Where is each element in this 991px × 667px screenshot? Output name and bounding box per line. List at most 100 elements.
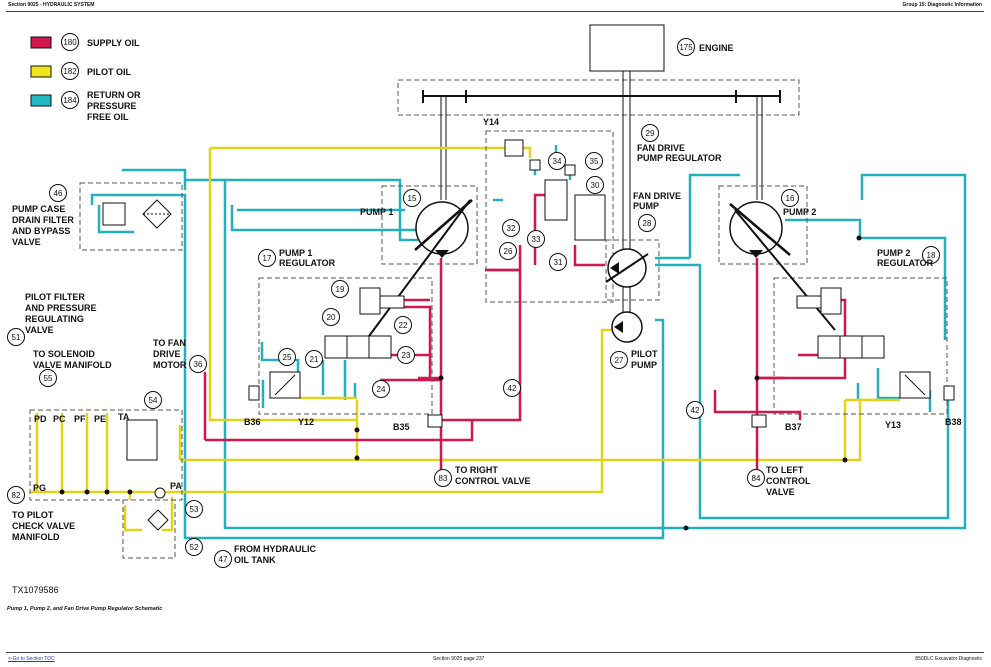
label-b36: B36 [244,417,261,427]
labels: FAN DRIVE PUMP REGULATOR FAN DRIVE PUMP … [12,117,962,565]
label-pilot-filter-3: REGULATING [25,314,84,324]
svg-text:33: 33 [532,235,541,244]
callout-82: 82 [7,486,25,504]
svg-text:20: 20 [327,313,336,322]
callout-33: 33 [527,230,545,248]
callout-26: 26 [499,242,517,260]
svg-text:19: 19 [336,285,345,294]
svg-text:36: 36 [194,360,203,369]
svg-text:17: 17 [263,254,272,263]
label-case-drain-2: DRAIN FILTER [12,215,74,225]
header-group: Group 15: Diagnostic Information [902,2,982,8]
svg-text:83: 83 [439,474,448,483]
label-pump2-reg-1: PUMP 2 [877,248,910,258]
callout-35: 35 [585,152,603,170]
component-boxes [29,130,948,559]
callout-52: 52 [185,538,203,556]
svg-text:46: 46 [54,189,63,198]
callout-83: 83 [434,469,452,487]
svg-text:29: 29 [646,129,655,138]
callout-55: 55 [39,369,57,387]
svg-text:15: 15 [408,194,417,203]
pilot-filter-valves [126,419,169,531]
svg-text:28: 28 [643,219,652,228]
callout-27: 27 [610,351,628,369]
legend-callout-pilot [61,62,79,80]
label-b35: B35 [393,422,410,432]
svg-text:52: 52 [190,543,199,552]
legend-label-return-1: RETURN OR [87,90,141,100]
svg-text:42: 42 [691,406,700,415]
legend-label-supply: SUPPLY OIL [87,38,140,48]
callout-46: 46 [49,184,67,202]
return-lines [90,145,967,540]
svg-text:30: 30 [591,181,600,190]
legend-num-pilot: 182 [63,67,77,76]
legend-num-supply: 180 [63,38,77,47]
legend-swatch-pilot [30,65,52,78]
callout-31: 31 [549,253,567,271]
callout-15: 15 [403,189,421,207]
svg-text:26: 26 [504,247,513,256]
label-to-fan-motor-1: TO FAN [153,338,186,348]
callout-51: 51 [7,328,25,346]
callout-17: 17 [258,249,276,267]
legend-num-return: 184 [63,96,77,105]
legend-swatch-supply [30,36,52,49]
pump2-regulator-valves [751,287,955,428]
label-pg: PG [33,483,46,493]
label-to-solenoid-2: VALVE MANIFOLD [33,360,112,370]
callout-19: 19 [331,280,349,298]
figure-id: TX1079586 [12,585,59,595]
label-case-drain-4: VALVE [12,237,41,247]
svg-text:27: 27 [615,356,624,365]
svg-text:21: 21 [310,355,319,364]
label-to-pilot-check-1: TO PILOT [12,510,54,520]
pilot-pump [611,311,643,343]
svg-text:53: 53 [190,505,199,514]
svg-text:55: 55 [44,374,53,383]
label-from-tank-2: OIL TANK [234,555,276,565]
svg-text:25: 25 [283,353,292,362]
svg-text:42: 42 [508,384,517,393]
label-y13: Y13 [885,420,901,430]
gearbox [397,71,800,312]
pump-2 [729,201,836,331]
label-pump2: PUMP 2 [783,207,816,217]
legend-label-pilot: PILOT OIL [87,67,132,77]
callouts: 29 34 35 30 28 32 33 26 31 15 16 17 18 1… [7,124,940,568]
callout-30: 30 [586,176,604,194]
label-case-drain-1: PUMP CASE [12,204,65,214]
callout-54: 54 [144,391,162,409]
case-drain-filter [102,199,172,229]
label-pump2-reg-2: REGULATOR [877,258,934,268]
label-fan-reg-1: FAN DRIVE [637,143,685,153]
label-to-fan-motor-3: MOTOR [153,360,187,370]
label-to-left-cv-3: VALVE [766,487,795,497]
label-to-pilot-check-3: MANIFOLD [12,532,60,542]
label-to-left-cv-2: CONTROL [766,476,811,486]
footer-toc-link[interactable]: <-Go to Section TOC [8,656,55,662]
label-pilot-filter-2: AND PRESSURE [25,303,97,313]
legend-swatch-return [30,94,52,107]
pump1-regulator-valves [248,287,443,428]
label-b38: B38 [945,417,962,427]
label-pump1-reg-2: REGULATOR [279,258,336,268]
svg-text:34: 34 [553,157,562,166]
svg-text:47: 47 [219,555,228,564]
callout-25: 25 [278,348,296,366]
header-rule [6,11,984,12]
legend-callout-supply [61,33,79,51]
label-from-tank-1: FROM HYDRAULIC [234,544,316,554]
callout-32: 32 [502,219,520,237]
svg-text:18: 18 [927,251,936,260]
svg-text:22: 22 [399,321,408,330]
label-fan-pump-1: FAN DRIVE [633,191,681,201]
callout-22: 22 [394,316,412,334]
label-fan-pump-2: PUMP [633,201,659,211]
callout-20: 20 [322,308,340,326]
label-pe: PE [94,414,106,424]
callout-84: 84 [747,469,765,487]
legend: 180 SUPPLY OIL 182 PILOT OIL 184 RETURN … [30,33,141,122]
